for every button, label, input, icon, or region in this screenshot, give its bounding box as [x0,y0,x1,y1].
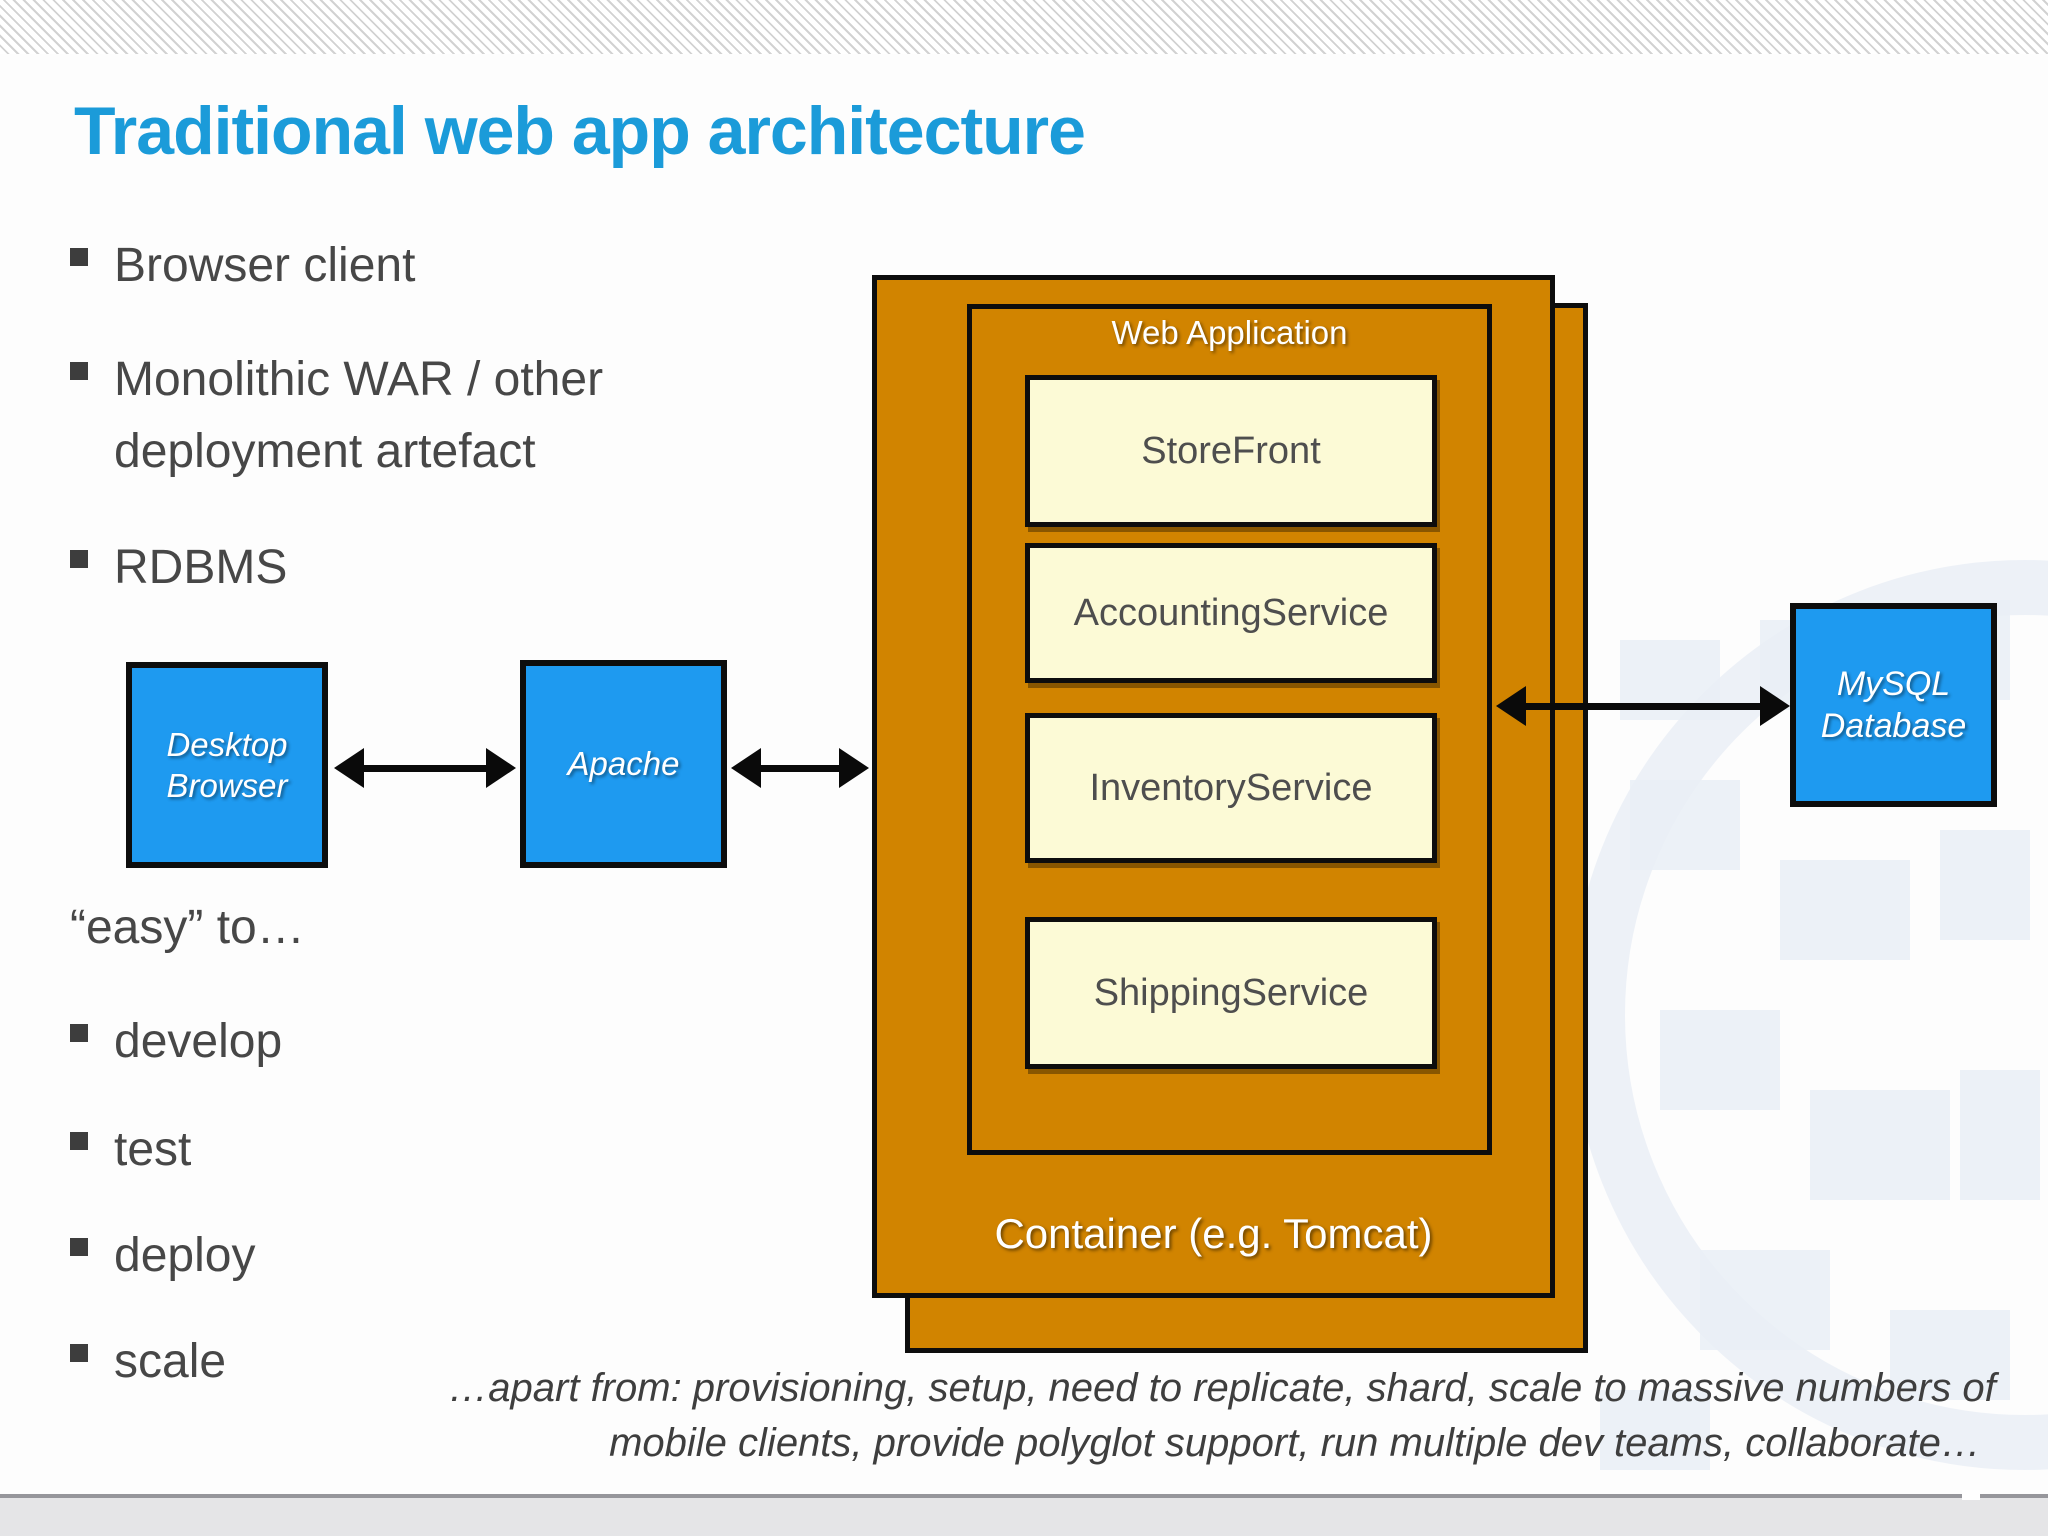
bullet-label: develop [114,1015,283,1068]
service-label: ShippingService [1093,971,1369,1014]
bullet-browser-client: Browser client [70,230,810,302]
arrow-container-mysql [1496,684,1790,728]
bullet-label: deploy [114,1229,256,1282]
apache-node: Apache [520,660,727,868]
service-label: StoreFront [1141,429,1321,472]
footnote-line-1: …apart from: provisioning, setup, need t… [448,1366,1996,1410]
bullet-label: RDBMS [114,541,288,594]
divider-notch [1962,1490,1980,1500]
bullet-marker [70,1344,88,1362]
bullet-marker [70,248,88,266]
apache-label: Apache [567,745,680,783]
service-label: InventoryService [1089,766,1373,809]
desktop-browser-label: Desktop Browser [166,725,288,804]
slide-title: Traditional web app architecture [74,93,1086,169]
bullet-rdbms: RDBMS [70,532,810,604]
arrow-apache-container [731,746,869,790]
service-storefront: StoreFront [1025,375,1437,527]
arrow-browser-apache [334,746,516,790]
desktop-browser-node: Desktop Browser [126,662,328,868]
footnote-line-2: mobile clients, provide polyglot support… [609,1421,1981,1465]
footer-divider [0,1494,2048,1498]
bullet-scale: scale [70,1326,810,1398]
service-accounting: AccountingService [1025,543,1437,683]
easy-heading: “easy” to… [70,901,305,954]
bullet-marker [70,1024,88,1042]
mysql-database-label: MySQL Database [1820,664,1967,746]
bullet-marker [70,550,88,568]
arrowhead-right-icon [486,748,516,788]
bullet-marker [70,1132,88,1150]
web-application-label: Web Application [1111,314,1348,351]
bullet-marker [70,1238,88,1256]
bullet-label: test [114,1123,192,1176]
bullet-label: Monolithic WAR / other deployment artefa… [114,353,604,478]
arrowhead-right-icon [1760,686,1790,726]
mysql-database-node: MySQL Database [1790,603,1997,807]
bullet-marker [70,362,88,380]
bullet-deploy: deploy [70,1220,810,1292]
service-label: AccountingService [1073,591,1389,634]
bullet-monolithic-war: Monolithic WAR / other deployment artefa… [70,344,810,488]
bullet-label: Browser client [114,239,416,292]
bullet-label: scale [114,1335,227,1388]
top-stripe-band [0,0,2048,54]
container-label: Container (e.g. Tomcat) [994,1210,1433,1257]
footer-strip [0,1498,2048,1536]
bullet-develop: develop [70,1006,810,1078]
arrowhead-right-icon [839,748,869,788]
bullet-test: test [70,1114,810,1186]
service-shipping: ShippingService [1025,917,1437,1069]
service-inventory: InventoryService [1025,713,1437,863]
